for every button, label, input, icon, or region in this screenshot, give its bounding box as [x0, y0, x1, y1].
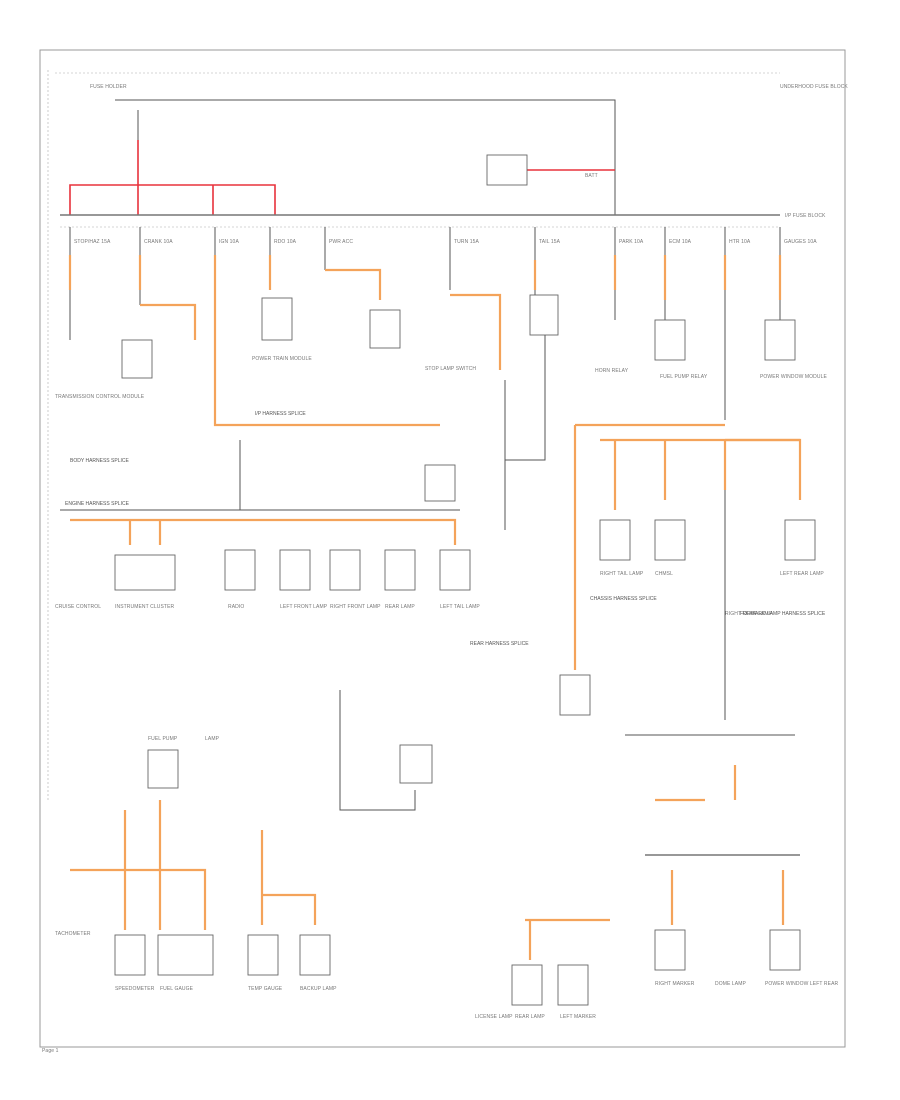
bottom-comp-label-12: DOME LAMP — [715, 981, 746, 987]
right-switch-loop — [505, 335, 546, 461]
top-right-label: UNDERHOOD FUSE BLOCK — [780, 84, 848, 90]
top-feed-wire — [115, 99, 616, 215]
mid-comp-label-7: LEFT TAIL LAMP — [440, 604, 480, 610]
bottom-comp-label-3: TACHOMETER — [55, 931, 91, 937]
mid-comp-label-5: RIGHT FRONT LAMP — [330, 604, 381, 610]
red-feed-left — [69, 184, 276, 215]
bottom-comp-label-8: LICENSE LAMP — [475, 1014, 513, 1020]
top-comp-label-6: POWER WINDOW MODULE — [760, 374, 827, 380]
fuse-label-8: PARK 10A — [619, 239, 644, 245]
bottom-comp-label-9: REAR LAMP — [515, 1014, 545, 1020]
upper-components — [121, 294, 796, 502]
fuse-label-2: CRANK 10A — [144, 239, 173, 245]
lower-mid-box — [399, 744, 433, 784]
fuse-label-7: TAIL 15A — [539, 239, 561, 245]
splice-box-left — [559, 674, 591, 716]
top-comp-label-5: FUEL PUMP RELAY — [660, 374, 708, 380]
bottom-comp-label-1: FUEL PUMP — [148, 736, 178, 742]
bottom-left-orange — [70, 868, 207, 930]
mid-comp-label-3: RADIO — [228, 604, 244, 610]
diagram-border — [39, 49, 846, 1048]
bottom-comp-label-11: RIGHT MARKER — [655, 981, 695, 987]
bottom-comp-label-6: TEMP GAUGE — [248, 986, 283, 992]
fuse-label-4: RDO 10A — [274, 239, 297, 245]
fuse-label-3: IGN 10A — [219, 239, 239, 245]
note-5: CHASSIS HARNESS SPLICE — [590, 596, 657, 602]
page-number: Page 1 — [42, 1048, 59, 1054]
top-comp-label-4: HORN RELAY — [595, 368, 629, 374]
fuse-label-5: PWR ACC — [329, 239, 353, 245]
left-header-label: FUSE HOLDER — [90, 84, 127, 90]
mid-comp-label-10: LEFT REAR LAMP — [780, 571, 824, 577]
top-comp-label-2: POWER TRAIN MODULE — [252, 356, 312, 362]
bottom-right-components — [511, 929, 801, 1006]
mid-comp-label-11: RIGHT REAR LAMP — [725, 611, 773, 617]
mid-comp-label-9: CHMSL — [655, 571, 673, 577]
fuse-label-10: HTR 10A — [729, 239, 751, 245]
bottom-comp-label-10: LEFT MARKER — [560, 1014, 596, 1020]
mid-comp-label-2: INSTRUMENT CLUSTER — [115, 604, 175, 610]
fuse-label-11: GAUGES 10A — [784, 239, 817, 245]
bottom-comp-label-13: POWER WINDOW LEFT REAR — [765, 981, 839, 987]
bottom-comp-label-4: SPEEDOMETER — [115, 986, 155, 992]
mid-comp-label-6: REAR LAMP — [385, 604, 415, 610]
fuse-label-9: ECM 10A — [669, 239, 692, 245]
bottom-comp-label-7: BACKUP LAMP — [300, 986, 337, 992]
fuse-label-6: TURN 15A — [454, 239, 480, 245]
lower-left-connector — [339, 690, 416, 811]
fuse-label-1: STOP/HAZ 15A — [74, 239, 111, 245]
bottom-comp-label-2: LAMP — [205, 736, 220, 742]
note-3: ENGINE HARNESS SPLICE — [65, 501, 130, 507]
bottom-left-orange-5 — [262, 893, 317, 925]
note-6: FORWARD LAMP HARNESS SPLICE — [740, 611, 826, 617]
top-comp-label-1: TRANSMISSION CONTROL MODULE — [55, 394, 145, 400]
upper-relay-box — [486, 154, 528, 186]
note-1: I/P HARNESS SPLICE — [255, 411, 306, 417]
orange-wires-upper — [68, 255, 802, 670]
mid-components — [114, 519, 816, 591]
bus-label: I/P FUSE BLOCK — [785, 213, 826, 219]
mid-comp-label-1: CRUISE CONTROL — [55, 604, 101, 610]
top-comp-label-3: STOP LAMP SWITCH — [425, 366, 476, 372]
note-2: BODY HARNESS SPLICE — [70, 458, 129, 464]
note-4: REAR HARNESS SPLICE — [470, 641, 529, 647]
mid-comp-label-8: RIGHT TAIL LAMP — [600, 571, 644, 577]
mid-comp-label-4: LEFT FRONT LAMP — [280, 604, 328, 610]
red-feed-label: BATT — [585, 173, 598, 179]
bottom-comp-label-5: FUEL GAUGE — [160, 986, 194, 992]
bottom-left-components — [114, 749, 331, 976]
